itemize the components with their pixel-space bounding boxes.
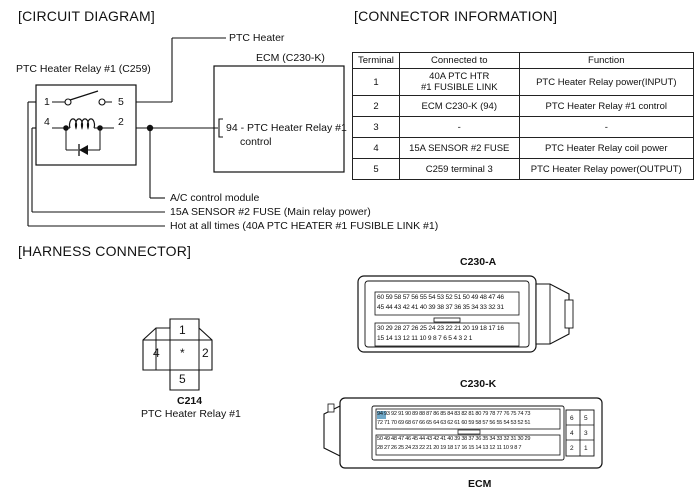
pin-94-highlight <box>377 411 386 419</box>
c230k-side-5: 5 <box>584 415 588 422</box>
relay-pin-5: 5 <box>118 96 124 108</box>
connected-cell: 15A SENSOR #2 FUSE <box>398 137 520 159</box>
relay-name-label: PTC Heater Relay #1 (C259) <box>16 63 151 75</box>
connected-cell: ECM C230-K (94) <box>398 95 520 117</box>
c230k-row-3: 50 49 48 47 46 45 44 43 42 41 40 39 38 3… <box>377 436 531 442</box>
c214-pin-5: 5 <box>179 372 186 386</box>
c230a-row-4: 15 14 13 12 11 10 9 8 7 6 5 4 3 2 1 <box>377 335 473 342</box>
circuit-diagram-title: [CIRCUIT DIAGRAM] <box>18 8 155 24</box>
c230k-side-3: 3 <box>584 430 588 437</box>
ptc-heater-label: PTC Heater <box>229 32 285 44</box>
header-connected-to: Connected to <box>398 52 520 69</box>
ac-module-label: A/C control module <box>170 192 260 204</box>
c230a-row-2: 45 44 43 42 41 40 39 38 37 36 35 34 33 3… <box>377 304 504 311</box>
relay-pin-4: 4 <box>44 116 50 128</box>
header-terminal: Terminal <box>352 52 400 69</box>
c230a-row-3: 30 29 28 27 26 25 24 23 22 21 20 19 18 1… <box>377 325 504 332</box>
table-row: 2 ECM C230-K (94) PTC Heater Relay #1 co… <box>352 95 695 117</box>
c230k-side-4: 4 <box>570 430 574 437</box>
switch-blade <box>69 90 99 101</box>
ecm-pin-94-label: 94 - PTC Heater Relay #1 <box>226 122 347 134</box>
terminal-cell: 4 <box>352 137 400 159</box>
relay-pin-2: 2 <box>118 116 124 128</box>
c230k-row-4: 28 27 26 25 24 23 22 21 20 19 18 17 16 1… <box>377 445 522 451</box>
c214-pin-star: * <box>180 346 185 360</box>
c230k-side-1: 1 <box>584 445 588 452</box>
header-function: Function <box>518 52 695 69</box>
table-row: 4 15A SENSOR #2 FUSE PTC Heater Relay co… <box>352 137 695 159</box>
c214-code: C214 <box>177 395 203 407</box>
diode-symbol <box>79 145 88 155</box>
table-header-row: Terminal Connected to Function <box>352 52 695 69</box>
ecm-pin-94-label-cont: control <box>240 136 272 148</box>
table-row: 1 40A PTC HTR#1 FUSIBLE LINK PTC Heater … <box>352 68 695 96</box>
c230k-row-1: 94 93 92 91 90 89 88 87 86 85 84 83 82 8… <box>377 411 531 417</box>
c214-name: PTC Heater Relay #1 <box>141 408 241 420</box>
c230k-side-2: 2 <box>570 445 574 452</box>
table-row: 3 - - <box>352 116 695 138</box>
relay-pin-1: 1 <box>44 96 50 108</box>
terminal-cell: 5 <box>352 158 400 180</box>
function-cell: PTC Heater Relay power(INPUT) <box>518 68 695 96</box>
table-row: 5 C259 terminal 3 PTC Heater Relay power… <box>352 158 695 180</box>
function-cell: - <box>518 116 695 138</box>
connected-line-1: 40A PTC HTR <box>429 71 490 82</box>
hot-at-all-times-label: Hot at all times (40A PTC HEATER #1 FUSI… <box>170 220 439 232</box>
fuse-15a-label: 15A SENSOR #2 FUSE (Main relay power) <box>170 206 371 218</box>
relay-coil <box>68 118 96 130</box>
c214-pin-2: 2 <box>202 346 209 360</box>
c214-connector-outline <box>142 318 213 391</box>
ecm-label: ECM <box>468 478 492 490</box>
c230k-side-6: 6 <box>570 415 574 422</box>
c214-pin-1: 1 <box>179 323 186 337</box>
connected-line-2: #1 FUSIBLE LINK <box>420 82 498 93</box>
terminal-cell: 1 <box>352 68 400 96</box>
connected-cell: - <box>398 116 520 138</box>
ecm-box <box>213 65 345 173</box>
connected-cell: C259 terminal 3 <box>398 158 520 180</box>
c230a-connector-outline <box>357 275 574 353</box>
terminal-cell: 2 <box>352 95 400 117</box>
c214-pin-4: 4 <box>153 346 160 360</box>
connected-cell: 40A PTC HTR#1 FUSIBLE LINK <box>398 68 520 96</box>
terminal-cell: 3 <box>352 116 400 138</box>
circuit-wiring <box>27 37 345 227</box>
c230k-row-2: 72 71 70 69 68 67 66 65 64 63 62 61 60 5… <box>377 420 531 426</box>
function-cell: PTC Heater Relay coil power <box>518 137 695 159</box>
harness-connector-title: [HARNESS CONNECTOR] <box>18 243 192 259</box>
c230a-code: C230-A <box>460 256 497 268</box>
ecm-name-label: ECM (C230-K) <box>256 52 325 64</box>
c230k-connector-outline <box>323 397 603 469</box>
relay-box <box>35 84 137 166</box>
function-cell: PTC Heater Relay power(OUTPUT) <box>518 158 695 180</box>
switch-contact-right <box>98 98 106 106</box>
function-cell: PTC Heater Relay #1 control <box>518 95 695 117</box>
c230k-code: C230-K <box>460 378 497 390</box>
connector-info-table: Terminal Connected to Function 1 40A PTC… <box>352 52 695 180</box>
c230a-row-1: 60 59 58 57 56 55 54 53 52 51 50 49 48 4… <box>377 294 504 301</box>
connector-info-title: [CONNECTOR INFORMATION] <box>354 8 558 24</box>
